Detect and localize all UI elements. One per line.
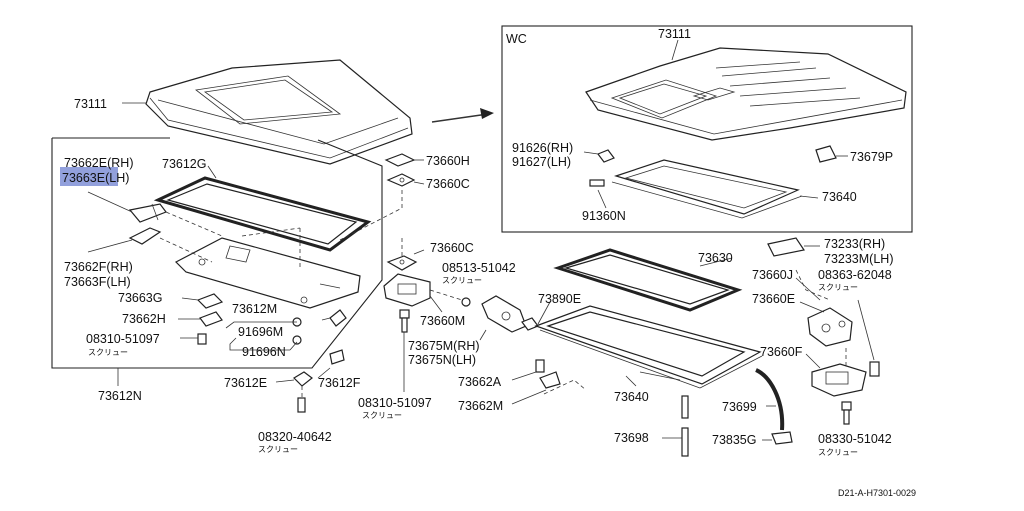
label-08513[interactable]: 08513-51042 bbox=[442, 261, 516, 275]
label-73233-rh[interactable]: 73233(RH) bbox=[824, 237, 885, 251]
label-73675n[interactable]: 73675N(LH) bbox=[408, 353, 476, 367]
label-91627[interactable]: 91627(LH) bbox=[512, 155, 571, 169]
label-73233m-lh[interactable]: 73233M(LH) bbox=[824, 252, 893, 266]
screw-08310-center bbox=[399, 309, 410, 392]
frame-73640-inset bbox=[611, 159, 819, 219]
label-73612e[interactable]: 73612E bbox=[224, 376, 267, 390]
label-73660e[interactable]: 73660E bbox=[752, 292, 795, 306]
sunshade-frame-73612g bbox=[153, 176, 372, 252]
bracket-73662f bbox=[128, 227, 162, 245]
clip-73660c-top bbox=[386, 173, 425, 187]
label-73662h[interactable]: 73662H bbox=[122, 312, 166, 326]
label-73111-left[interactable]: 73111 bbox=[74, 97, 107, 111]
label-91360n[interactable]: 91360N bbox=[582, 209, 626, 223]
drawing-code: D21-A-H7301-0029 bbox=[838, 488, 916, 498]
label-73663e[interactable]: 73663E(LH) bbox=[62, 171, 129, 185]
label-73640-inset[interactable]: 73640 bbox=[822, 190, 857, 204]
knob-73660f bbox=[805, 353, 867, 397]
inset-title: WC bbox=[506, 32, 527, 46]
screw-note-08320: スクリュー bbox=[258, 445, 298, 454]
label-91696m[interactable]: 91696M bbox=[238, 325, 283, 339]
label-73662m[interactable]: 73662M bbox=[458, 399, 503, 413]
screw-note-08513: スクリュー bbox=[442, 276, 482, 285]
label-08320[interactable]: 08320-40642 bbox=[258, 430, 332, 444]
arrow-to-inset bbox=[431, 108, 494, 123]
clamp-73835g bbox=[762, 431, 793, 445]
screw-note-08310-left: スクリュー bbox=[88, 348, 128, 357]
bolt-08513 bbox=[461, 297, 471, 307]
screw-note-08310-center: スクリュー bbox=[362, 411, 402, 420]
label-73698[interactable]: 73698 bbox=[614, 431, 649, 445]
label-73663f[interactable]: 73663F(LH) bbox=[64, 275, 131, 289]
pad-73663g bbox=[181, 293, 224, 309]
label-73111-right[interactable]: 73111 bbox=[658, 27, 691, 41]
label-73662f[interactable]: 73662F(RH) bbox=[64, 260, 133, 274]
label-08363[interactable]: 08363-62048 bbox=[818, 268, 892, 282]
label-91696n[interactable]: 91696N bbox=[242, 345, 286, 359]
stopper-73612f bbox=[317, 349, 345, 379]
sunshade-assembly-frame bbox=[51, 137, 383, 369]
label-91626[interactable]: 91626(RH) bbox=[512, 141, 573, 155]
cover-73660h bbox=[384, 153, 424, 167]
label-73890e[interactable]: 73890E bbox=[538, 292, 581, 306]
cover-73233 bbox=[767, 237, 820, 257]
roof-panel-inset bbox=[585, 47, 907, 141]
wc-inset-frame bbox=[501, 25, 913, 233]
label-73663g[interactable]: 73663G bbox=[118, 291, 162, 305]
screw-08330 bbox=[841, 401, 852, 425]
frame-73640 bbox=[534, 305, 763, 389]
bracket-73662a bbox=[511, 359, 545, 381]
handle-housing-73660m bbox=[383, 273, 443, 313]
fasteners-91696 bbox=[225, 309, 347, 351]
screw-08310-left bbox=[180, 333, 207, 345]
label-08330[interactable]: 08330-51042 bbox=[818, 432, 892, 446]
cap-73679p bbox=[815, 145, 848, 163]
highlighted-part-number bbox=[60, 167, 118, 186]
label-73660m[interactable]: 73660M bbox=[420, 314, 465, 328]
screw-note-08363: スクリュー bbox=[818, 283, 858, 292]
pin-91360n bbox=[589, 179, 607, 209]
label-73660f[interactable]: 73660F bbox=[760, 345, 803, 359]
label-73679p[interactable]: 73679P bbox=[850, 150, 893, 164]
label-73612m[interactable]: 73612M bbox=[232, 302, 277, 316]
sunshade-board bbox=[174, 237, 361, 309]
label-73660c-top[interactable]: 73660C bbox=[426, 177, 470, 191]
label-73612n[interactable]: 73612N bbox=[98, 389, 142, 403]
label-73660h[interactable]: 73660H bbox=[426, 154, 470, 168]
screw-08363 bbox=[857, 299, 880, 377]
label-73662e[interactable]: 73662E(RH) bbox=[64, 156, 133, 170]
label-73675m[interactable]: 73675M(RH) bbox=[408, 339, 480, 353]
bracket-73662e bbox=[128, 203, 167, 223]
bracket-73662m bbox=[511, 371, 561, 405]
label-08310-left[interactable]: 08310-51097 bbox=[86, 332, 160, 346]
label-73640-main[interactable]: 73640 bbox=[614, 390, 649, 404]
drain-hose-73699 bbox=[755, 368, 785, 431]
label-73630[interactable]: 73630 bbox=[698, 251, 733, 265]
roof-panel-left bbox=[145, 59, 413, 165]
seal-73630 bbox=[553, 248, 743, 312]
clip-73660c-lower bbox=[386, 249, 425, 271]
label-73660c-lower[interactable]: 73660C bbox=[430, 241, 474, 255]
clip-91626 bbox=[583, 149, 615, 163]
label-73699[interactable]: 73699 bbox=[722, 400, 757, 414]
clip-73662h bbox=[178, 311, 223, 327]
label-73660j[interactable]: 73660J bbox=[752, 268, 793, 282]
screw-note-08330: スクリュー bbox=[818, 448, 858, 457]
label-73662a[interactable]: 73662A bbox=[458, 375, 502, 389]
label-73612g[interactable]: 73612G bbox=[162, 157, 206, 171]
label-08310-center[interactable]: 08310-51097 bbox=[358, 396, 432, 410]
drain-hose-73698 bbox=[662, 395, 689, 457]
stopper-73612e bbox=[275, 371, 313, 413]
handle-73675 bbox=[479, 295, 527, 341]
label-73835g[interactable]: 73835G bbox=[712, 433, 756, 447]
label-73612f[interactable]: 73612F bbox=[318, 376, 361, 390]
bracket-73660e bbox=[795, 277, 853, 347]
